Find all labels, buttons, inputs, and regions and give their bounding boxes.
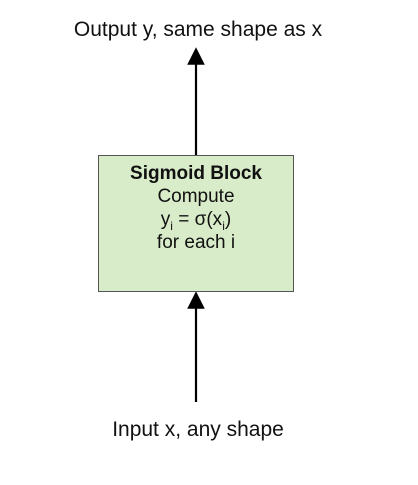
formula-rhs-subscript: i bbox=[222, 218, 225, 233]
block-line-compute: Compute bbox=[157, 186, 235, 207]
formula-lhs-subscript: i bbox=[170, 218, 173, 233]
block-line-for-each: for each i bbox=[156, 232, 236, 253]
block-formula: yi = σ(xi) bbox=[99, 208, 293, 233]
sigmoid-block: Sigmoid Block Compute yi = σ(xi) for eac… bbox=[98, 155, 294, 292]
formula-rhs-suffix: ) bbox=[224, 209, 232, 230]
block-title: Sigmoid Block bbox=[130, 163, 262, 184]
input-label: Input x, any shape bbox=[112, 418, 284, 441]
formula-lhs: y bbox=[160, 209, 171, 230]
output-label: Output y, same shape as x bbox=[73, 18, 323, 41]
formula-rhs-prefix: = σ(x bbox=[172, 209, 223, 230]
